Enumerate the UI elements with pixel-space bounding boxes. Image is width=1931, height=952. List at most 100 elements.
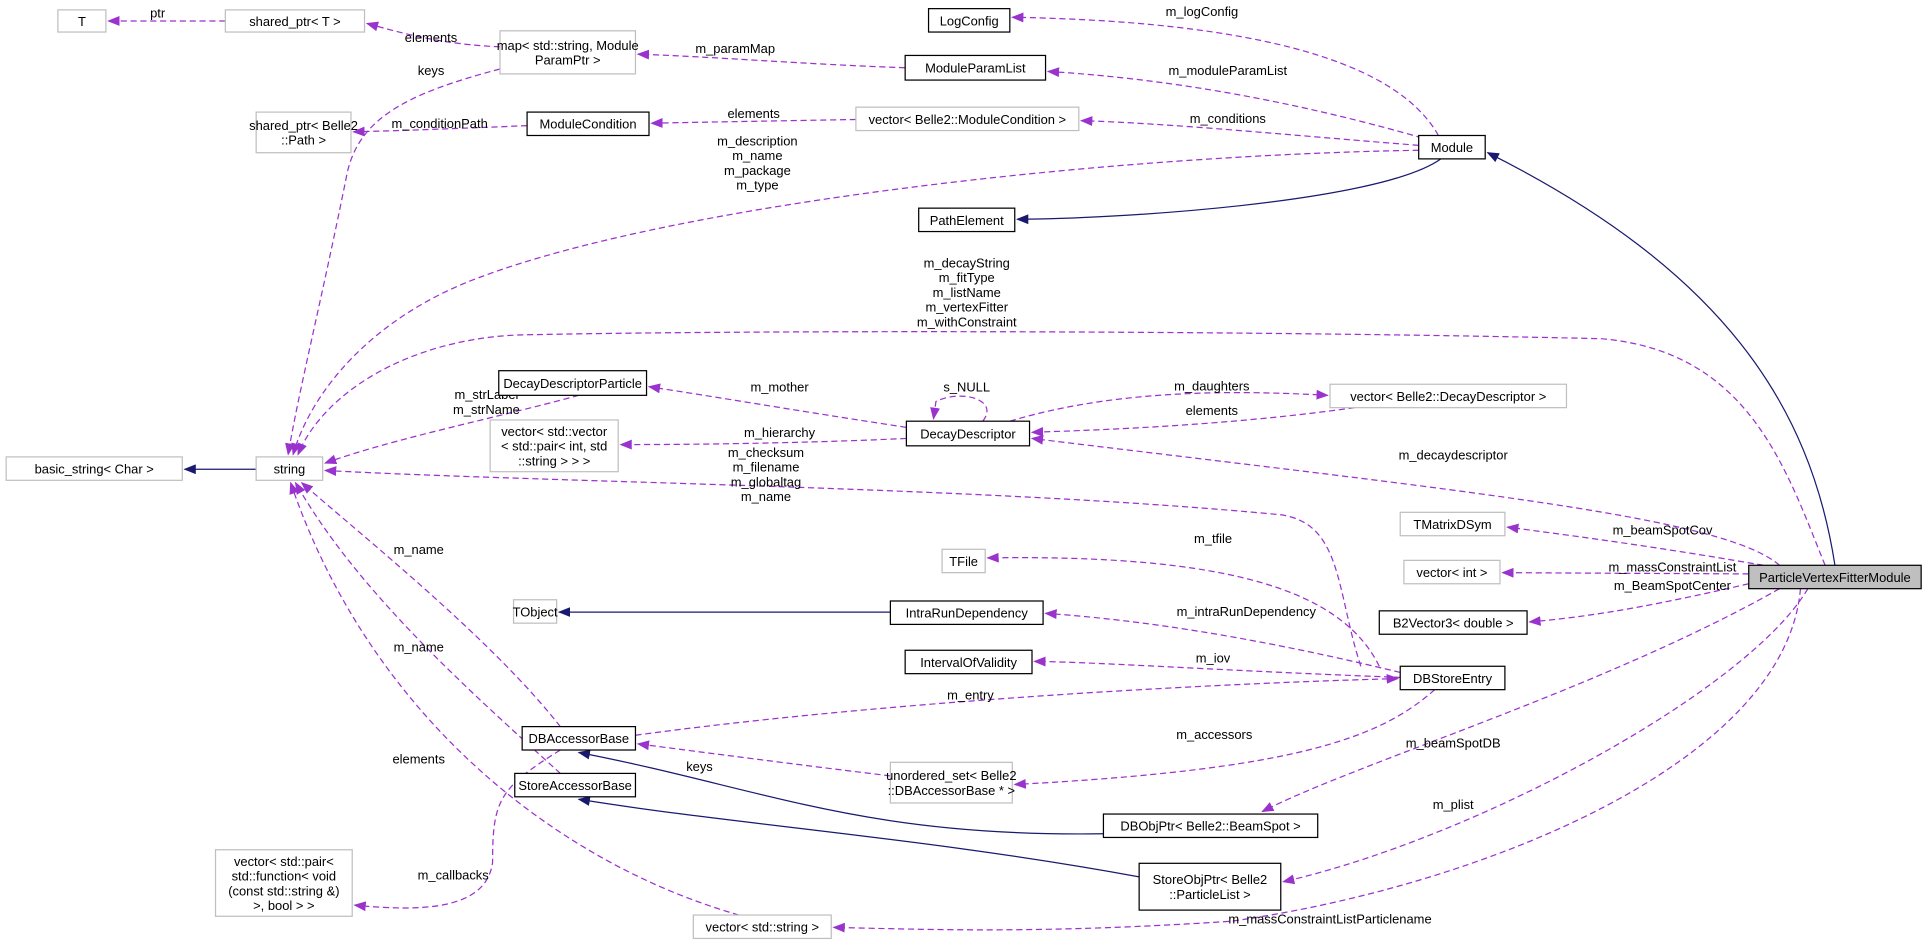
usage-arrow: [289, 481, 740, 916]
edge-map-to-shared_ptr_T: elements: [365, 21, 501, 48]
class-node-shared_ptr_Path[interactable]: shared_ptr< Belle2::Path >: [249, 111, 358, 154]
class-node-DecayDescriptor[interactable]: DecayDescriptor: [905, 420, 1031, 447]
node-label: ::string > > >: [518, 454, 590, 469]
node-box[interactable]: [941, 548, 986, 574]
class-node-StoreAccessorBase[interactable]: StoreAccessorBase: [514, 772, 637, 798]
edge-label: s_NULL: [943, 380, 990, 395]
node-box[interactable]: [918, 207, 1016, 233]
node-label: TFile: [949, 554, 978, 569]
node-box[interactable]: [1418, 134, 1486, 160]
node-box[interactable]: [904, 649, 1033, 675]
class-node-IntervalOfValidity[interactable]: IntervalOfValidity: [904, 649, 1033, 675]
usage-arrow: [1261, 588, 1780, 813]
node-box[interactable]: [905, 420, 1031, 447]
class-node-LogConfig[interactable]: LogConfig: [927, 8, 1011, 33]
node-box[interactable]: [904, 54, 1047, 81]
node-box[interactable]: [1102, 813, 1319, 839]
edge-label: m_decaydescriptor: [1399, 447, 1509, 462]
node-box[interactable]: [1329, 383, 1568, 409]
class-node-PathElement[interactable]: PathElement: [918, 207, 1016, 233]
node-label: string: [274, 462, 306, 477]
class-node-DecayDescriptorParticle[interactable]: DecayDescriptorParticle: [498, 370, 648, 396]
node-box[interactable]: [927, 8, 1011, 33]
node-label: ModuleParamList: [925, 61, 1026, 76]
edge-label: m_accessors: [1176, 727, 1252, 742]
usage-arrow: [1011, 12, 1439, 136]
node-box[interactable]: [526, 111, 650, 137]
class-node-StoreObjPtr[interactable]: StoreObjPtr< Belle2::ParticleList >: [1138, 862, 1282, 911]
node-box[interactable]: [514, 772, 637, 798]
class-node-string[interactable]: string: [255, 456, 324, 481]
node-box[interactable]: [521, 725, 637, 751]
node-box[interactable]: [1748, 564, 1922, 590]
class-node-ModuleCondition[interactable]: ModuleCondition: [526, 111, 650, 137]
usage-arrow: [294, 481, 561, 774]
node-label: T: [78, 14, 86, 29]
edge-label: m_mother: [750, 380, 809, 395]
class-node-ParticleVertexFitterModule[interactable]: ParticleVertexFitterModule: [1748, 564, 1922, 590]
class-node-vector_vector[interactable]: vector< std::vector< std::pair< int, std…: [489, 419, 619, 473]
class-node-DBAccessorBase[interactable]: DBAccessorBase: [521, 725, 637, 751]
node-label: ParamPtr >: [535, 53, 601, 68]
usage-arrow: [1044, 609, 1401, 674]
node-box[interactable]: [489, 419, 619, 473]
edge-label: m_name: [732, 148, 782, 163]
edge-Module-to-LogConfig: m_logConfig: [1011, 4, 1439, 136]
class-node-vector_ModuleCondition[interactable]: vector< Belle2::ModuleCondition >: [855, 106, 1080, 132]
class-node-TObject[interactable]: TObject: [512, 599, 558, 624]
node-box[interactable]: [512, 599, 558, 624]
node-box[interactable]: [692, 914, 832, 940]
node-box[interactable]: [1399, 665, 1506, 691]
class-node-Module[interactable]: Module: [1418, 134, 1486, 160]
class-node-vector_DecayDescriptor[interactable]: vector< Belle2::DecayDescriptor >: [1329, 383, 1568, 409]
class-node-shared_ptr_T[interactable]: shared_ptr< T >: [224, 9, 366, 33]
node-box[interactable]: [5, 456, 183, 481]
edge-label: m_beamSpotDB: [1406, 736, 1501, 751]
class-node-vector_int[interactable]: vector< int >: [1403, 559, 1501, 585]
node-box[interactable]: [889, 761, 1013, 804]
class-node-basic_string[interactable]: basic_string< Char >: [5, 456, 183, 481]
node-box[interactable]: [255, 456, 324, 481]
node-box[interactable]: [855, 106, 1080, 132]
class-node-TMatrixDSym[interactable]: TMatrixDSym: [1399, 511, 1506, 537]
node-box[interactable]: [498, 370, 648, 396]
node-box[interactable]: [499, 30, 637, 75]
edge-DBAccessorBase-to-string: m_name: [300, 481, 561, 727]
class-node-vector_pair_function[interactable]: vector< std::pair<std::function< void(co…: [214, 849, 353, 917]
node-box[interactable]: [1403, 559, 1501, 585]
node-label: std::function< void: [232, 869, 337, 884]
node-box[interactable]: [1378, 610, 1528, 635]
usage-arrow: [323, 394, 579, 464]
node-label: < std::pair< int, std: [501, 439, 607, 454]
class-node-IntraRunDependency[interactable]: IntraRunDependency: [889, 600, 1044, 626]
node-label: vector< Belle2::DecayDescriptor >: [1350, 389, 1546, 404]
usage-arrow: [1506, 523, 1764, 566]
class-node-vector_string[interactable]: vector< std::string >: [692, 914, 832, 940]
node-box[interactable]: [255, 111, 352, 154]
edge-shared_ptr_T-to-T: ptr: [107, 5, 226, 26]
edge-label: m_entry: [947, 688, 994, 703]
edge-DecayDescriptor-to-DecayDescriptor: s_NULL: [930, 380, 990, 422]
edge-label: m_moduleParamList: [1169, 63, 1288, 78]
class-node-T[interactable]: T: [57, 9, 107, 33]
node-box[interactable]: [214, 849, 353, 917]
class-node-TFile[interactable]: TFile: [941, 548, 986, 574]
edge-DecayDescriptor-to-DecayDescriptorParticle: m_mother: [647, 380, 907, 428]
class-node-ModuleParamList[interactable]: ModuleParamList: [904, 54, 1047, 81]
node-box[interactable]: [1399, 511, 1506, 537]
class-node-DBObjPtr[interactable]: DBObjPtr< Belle2::BeamSpot >: [1102, 813, 1319, 839]
node-box[interactable]: [57, 9, 107, 33]
node-label: TObject: [513, 604, 558, 619]
node-box[interactable]: [889, 600, 1044, 626]
node-box[interactable]: [224, 9, 366, 33]
class-node-B2Vector3[interactable]: B2Vector3< double >: [1378, 610, 1528, 635]
class-node-DBStoreEntry[interactable]: DBStoreEntry: [1399, 665, 1506, 691]
class-node-unordered_set[interactable]: unordered_set< Belle2::DBAccessorBase * …: [886, 761, 1017, 804]
edge-label: m_massConstraintListParticlename: [1228, 912, 1431, 927]
edge-DecayDescriptor-to-vector_vector: m_hierarchy: [619, 425, 907, 450]
usage-arrow: [647, 383, 907, 428]
node-box[interactable]: [1138, 862, 1282, 911]
